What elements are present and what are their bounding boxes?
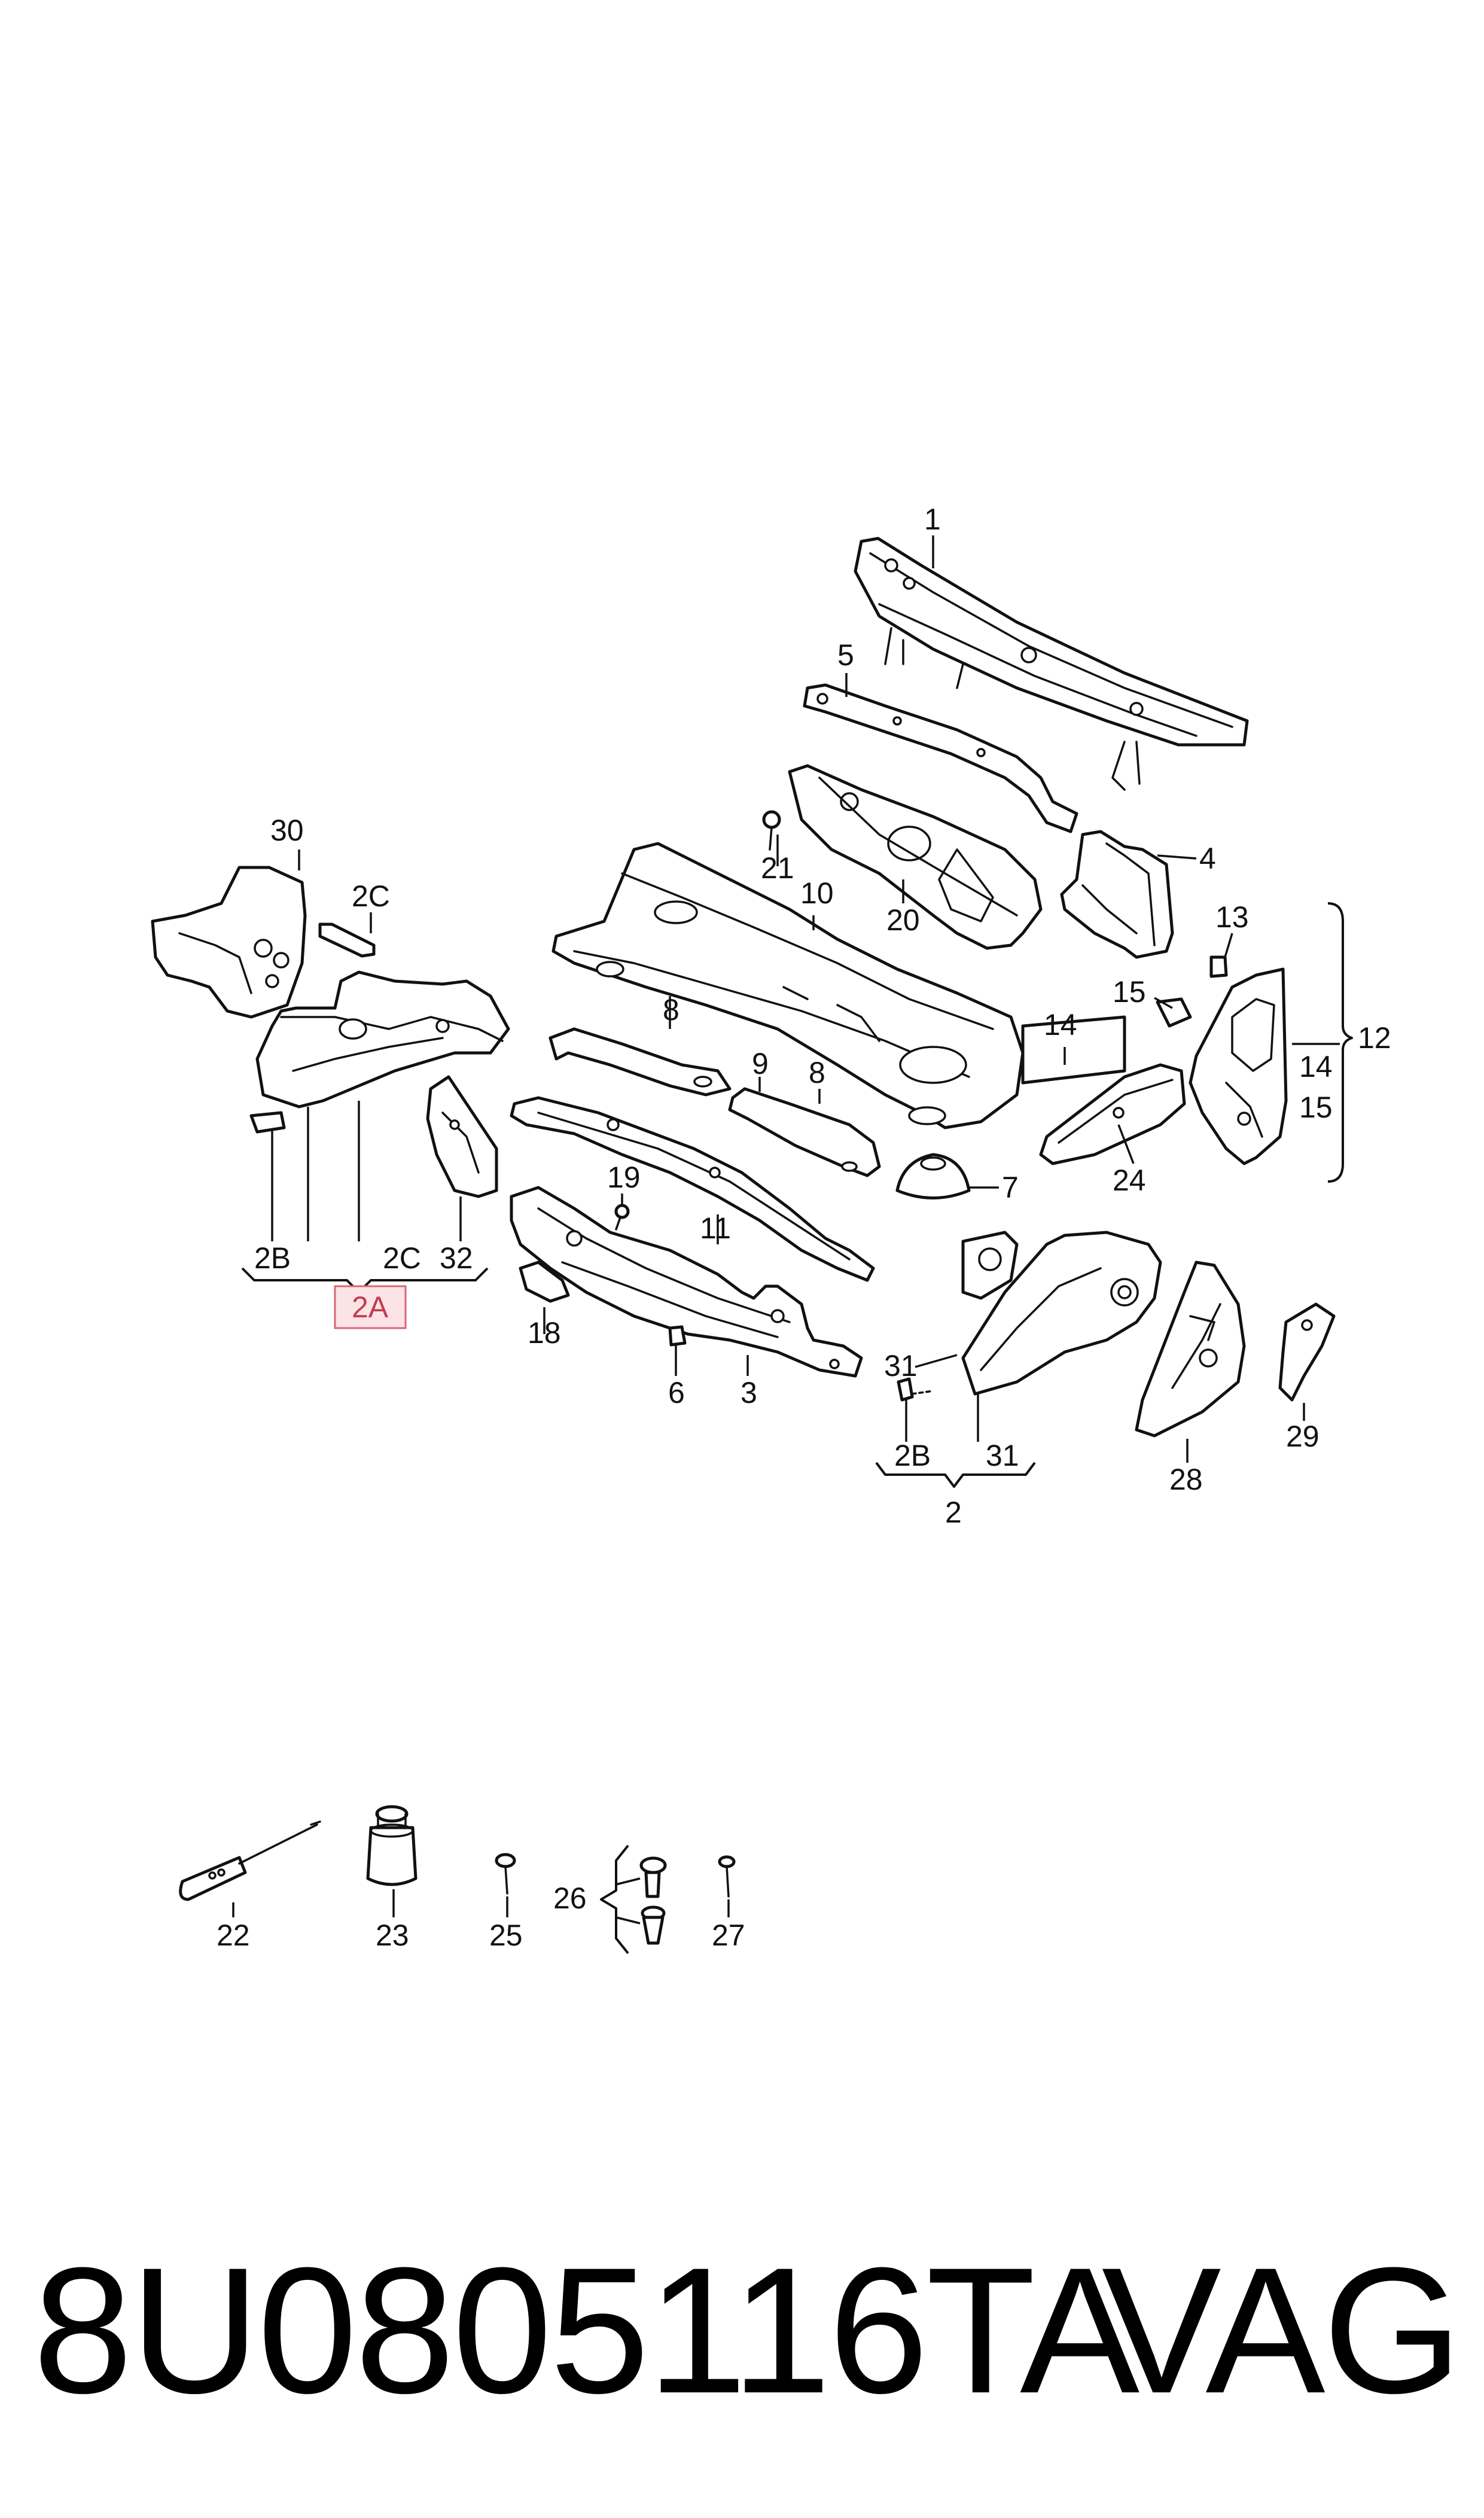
part-24-side-rail (1039, 1063, 1186, 1165)
label-18: 18 (528, 1316, 561, 1350)
part-3-lower-member (510, 1186, 863, 1378)
label-24: 24 (1113, 1164, 1146, 1197)
part-1-cross-member (854, 537, 1249, 791)
part-15-bracket (1156, 997, 1192, 1028)
label-2C-lower: 2C (383, 1241, 421, 1275)
part-27-screw (718, 1855, 736, 1898)
label-31-upper: 31 (884, 1349, 918, 1383)
part-2-right-wheelhouse (961, 1231, 1162, 1396)
label-4: 4 (1199, 842, 1216, 875)
label-27: 27 (712, 1919, 745, 1952)
label-5: 5 (837, 638, 854, 672)
part-30-reinforcement (151, 866, 307, 1019)
label-12: 12 (1358, 1021, 1391, 1055)
label-2B-left: 2B (254, 1241, 291, 1275)
label-30: 30 (270, 814, 304, 847)
label-26: 26 (553, 1881, 587, 1915)
label-10: 10 (800, 876, 834, 910)
label-32: 32 (440, 1241, 473, 1275)
fastener-leaders (232, 1889, 730, 1917)
part-13-nut (1209, 955, 1228, 978)
part-12-side-panel (1189, 967, 1288, 1165)
brand-caption: VAG (1101, 2230, 1462, 2431)
part-5-strip (803, 683, 1078, 833)
part-8-upper-bar (548, 1027, 732, 1097)
callout-labels: 1 5 4 21 10 20 13 15 14 12 14 15 30 2C 8… (217, 503, 1391, 1952)
label-2C-upper: 2C (352, 879, 390, 913)
label-22: 22 (217, 1919, 250, 1952)
part-2B-clip-right (897, 1377, 934, 1402)
part-18-bracket (519, 1260, 570, 1303)
label-19: 19 (607, 1161, 641, 1194)
label-8-upper: 8 (663, 993, 679, 1027)
part-20-bulkhead (788, 764, 1043, 950)
label-28: 28 (1169, 1463, 1203, 1496)
label-21: 21 (761, 851, 794, 885)
label-31-lower: 31 (986, 1439, 1019, 1472)
label-13: 13 (1215, 900, 1249, 934)
label-2: 2 (945, 1496, 962, 1529)
part-2B-clip-left (249, 1111, 286, 1134)
leader-lines (271, 535, 1340, 1463)
label-15-upper: 15 (1113, 975, 1146, 1009)
label-15-side: 15 (1299, 1091, 1333, 1124)
label-14-side: 14 (1299, 1050, 1333, 1083)
part-22-tool (179, 1820, 321, 1901)
part-2C-strip (318, 922, 376, 958)
part-8-lower-bar (728, 1087, 881, 1177)
part-4-corner-piece (1060, 830, 1174, 959)
label-8-lower: 8 (809, 1056, 825, 1089)
part-6-nut (668, 1325, 687, 1347)
highlight-box-2A (334, 1285, 407, 1329)
part-28-panel (1135, 1260, 1246, 1438)
label-3: 3 (741, 1376, 757, 1409)
label-23: 23 (376, 1919, 409, 1952)
part-25-screw (495, 1853, 516, 1895)
part-19-screw (614, 1204, 630, 1231)
label-29: 29 (1286, 1420, 1320, 1453)
part-26-plug (641, 1905, 666, 1945)
part-21-bolt (762, 810, 781, 851)
part-2A-wheelhouse (255, 970, 510, 1109)
part-23-sealant-can (366, 1805, 418, 1886)
part-7-rubber-mount (895, 1153, 971, 1199)
part-31-plate (961, 1231, 1019, 1300)
label-6: 6 (668, 1376, 685, 1409)
part-29-bracket (1278, 1302, 1336, 1402)
part-26-bolt (639, 1856, 667, 1898)
label-9: 9 (752, 1047, 769, 1080)
part-11-long-member (510, 1096, 875, 1282)
part-32-bracket (426, 1075, 498, 1198)
label-7: 7 (1002, 1171, 1019, 1204)
label-2B-right: 2B (894, 1439, 931, 1472)
label-20: 20 (886, 903, 920, 937)
label-14-upper: 14 (1044, 1008, 1077, 1042)
label-25: 25 (489, 1919, 523, 1952)
part-9-plenum-panel (551, 842, 1025, 1129)
label-11: 11 (700, 1211, 731, 1245)
part-number-caption: 8U0805116TA (33, 2230, 1139, 2431)
part-14-plate (1021, 1015, 1126, 1085)
label-1: 1 (924, 503, 941, 536)
label-2A: 2A (352, 1290, 389, 1324)
